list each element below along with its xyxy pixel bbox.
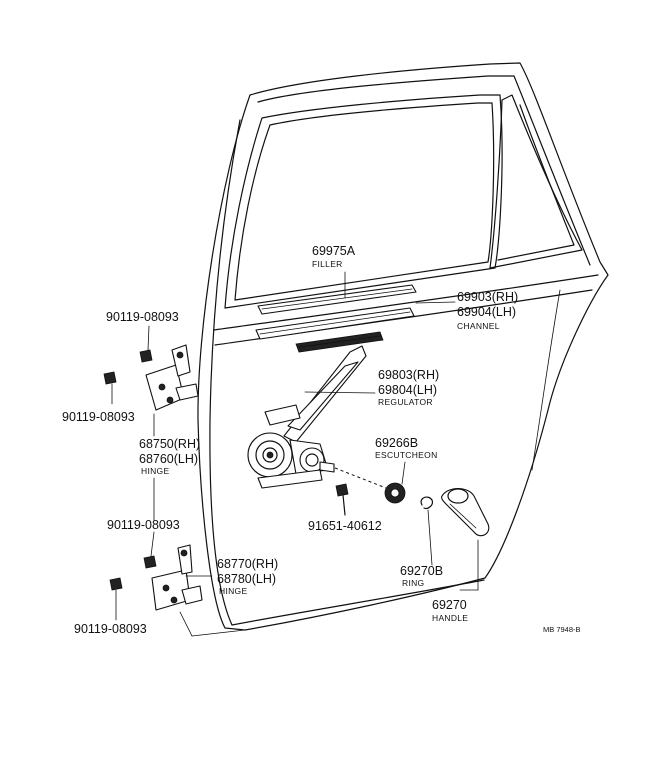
- door-outline: [197, 62, 609, 631]
- escutcheon-part: [384, 461, 406, 504]
- regulator-part-no-rh: 69803(RH): [378, 368, 439, 382]
- filler-strip: [255, 271, 456, 353]
- upper-hinge-name: HINGE: [141, 466, 169, 476]
- handle-name: HANDLE: [432, 613, 468, 623]
- filler-name: FILLER: [312, 259, 343, 269]
- escutcheon-name: ESCUTCHEON: [375, 450, 438, 460]
- screw-part-no: 91651-40612: [308, 519, 382, 533]
- regulator-name: REGULATOR: [378, 397, 433, 407]
- bolt-upper-left: 90119-08093: [62, 410, 135, 424]
- handle-part: [441, 487, 490, 591]
- escutcheon-part-no: 69266B: [375, 436, 418, 450]
- figure-reference: MB 7948-B: [543, 625, 581, 634]
- lower-top-bolt-leader: [150, 531, 155, 557]
- channel-name: CHANNEL: [457, 321, 500, 331]
- ring-part-no: 69270B: [400, 564, 443, 578]
- ring-part: [420, 496, 433, 566]
- upper-hinge: [103, 325, 199, 521]
- window-regulator: [247, 345, 387, 489]
- handle-part-no: 69270: [432, 598, 467, 612]
- escutcheon-leader: [401, 461, 406, 485]
- regulator-leader: [304, 391, 376, 394]
- channel-leader: [415, 301, 456, 304]
- filler-part-no: 69975A: [312, 244, 356, 258]
- ring-leader: [427, 509, 433, 566]
- regulator-part-no-lh: 69804(LH): [378, 383, 437, 397]
- bolt-lower-left: 90119-08093: [74, 622, 147, 636]
- lower-hinge-part-no-lh: 68780(LH): [217, 572, 276, 586]
- screw-91651: [335, 483, 349, 516]
- ring-name: RING: [402, 578, 424, 588]
- channel-part-no-rh: 69903(RH): [457, 290, 518, 304]
- channel-part-no-lh: 69904(LH): [457, 305, 516, 319]
- upper-hinge-part-no-rh: 68750(RH): [139, 437, 200, 451]
- lower-hinge: [109, 531, 246, 637]
- lower-hinge-part-no-rh: 68770(RH): [217, 557, 278, 571]
- bolt-lower-top: 90119-08093: [107, 518, 180, 532]
- lower-hinge-name: HINGE: [219, 586, 247, 596]
- upper-top-bolt-leader: [147, 325, 150, 351]
- bolt-upper-top: 90119-08093: [106, 310, 179, 324]
- upper-hinge-part-no-lh: 68760(LH): [139, 452, 198, 466]
